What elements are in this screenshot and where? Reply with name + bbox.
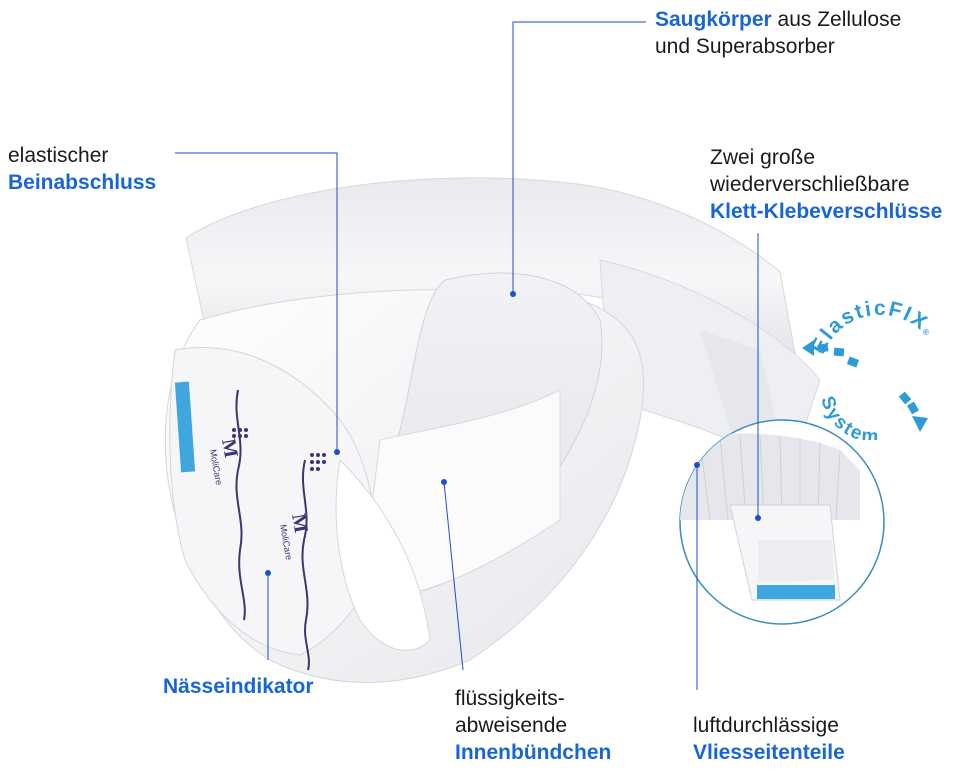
- label-saugkoerper-line2: und Superabsorber: [655, 33, 901, 60]
- label-beinabschluss-line1: elastischer: [8, 142, 156, 169]
- label-innenbuendchen-line1: flüssigkeits-: [455, 685, 611, 712]
- leader-beinabschluss: [175, 153, 337, 452]
- dot-klett: [755, 515, 761, 521]
- label-vlies: luftdurchlässige Vliesseitenteile: [693, 712, 845, 766]
- label-saugkoerper-rest: aus Zellulose: [772, 8, 902, 31]
- dot-saugkoerper: [510, 291, 516, 297]
- label-innenbuendchen-line2: abweisende: [455, 712, 611, 739]
- label-beinabschluss-emph: Beinabschluss: [8, 169, 156, 196]
- label-klett: Zwei große wiederverschließbare Klett-Kl…: [710, 144, 942, 225]
- elasticfix-badge: ElasticFIX® System: [800, 300, 950, 440]
- label-naesse-emph: Nässeindikator: [163, 673, 314, 700]
- label-klett-line1: Zwei große: [710, 144, 942, 171]
- svg-text:System: System: [816, 394, 881, 440]
- dot-vlies: [694, 462, 700, 468]
- dot-beinabschluss: [334, 449, 340, 455]
- leader-saugkoerper: [513, 22, 646, 294]
- label-saugkoerper-emph: Saugkörper: [655, 8, 772, 31]
- badge-line2: System: [816, 394, 881, 440]
- dot-innenbuendchen: [441, 479, 447, 485]
- label-vlies-line1: luftdurchlässige: [693, 712, 845, 739]
- label-vlies-emph: Vliesseitenteile: [693, 739, 845, 766]
- label-klett-emph: Klett-Klebeverschlüsse: [710, 198, 942, 225]
- label-beinabschluss: elastischer Beinabschluss: [8, 142, 156, 196]
- label-innenbuendchen-emph: Innenbündchen: [455, 739, 611, 766]
- dot-naesse: [265, 570, 271, 576]
- label-saugkoerper: Saugkörper aus Zellulose und Superabsorb…: [655, 6, 901, 60]
- leader-innenbuendchen: [444, 482, 463, 670]
- label-innenbuendchen: flüssigkeits- abweisende Innenbündchen: [455, 685, 611, 766]
- label-naesse: Nässeindikator: [163, 673, 314, 700]
- label-klett-line2: wiederverschließbare: [710, 171, 942, 198]
